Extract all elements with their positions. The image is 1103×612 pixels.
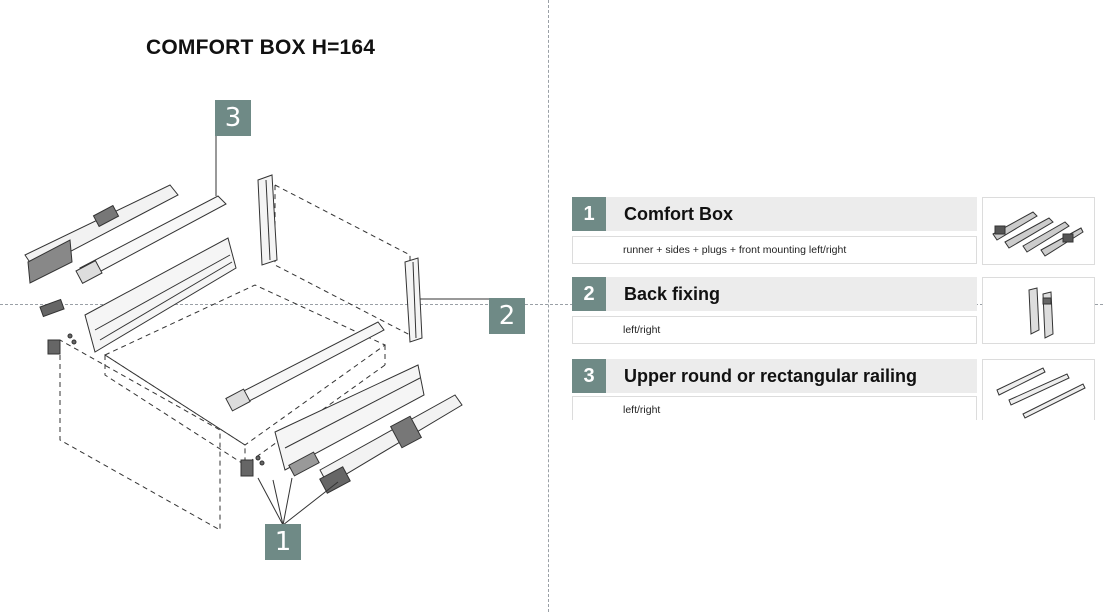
item-description: left/right	[623, 324, 661, 336]
side-wall-right	[274, 364, 425, 477]
front-mounting-right	[240, 455, 265, 477]
item-title: Upper round or rectangular railing	[624, 366, 918, 386]
item-row-2-header: 2 Back fixing	[572, 277, 977, 311]
drawer-back-panel	[274, 184, 411, 336]
item-number-badge: 1	[572, 197, 606, 231]
item-number-badge: 3	[572, 359, 606, 393]
runner-right	[319, 394, 463, 494]
horizontal-guide-line	[0, 304, 1103, 305]
item-title: Comfort Box	[624, 204, 733, 224]
railing-icon	[982, 359, 1095, 420]
item-row-1-header: 1 Comfort Box	[572, 197, 977, 231]
item-row-2-description: left/right	[572, 316, 977, 344]
callout-1: 1	[265, 524, 301, 560]
back-fixing-right	[404, 257, 423, 343]
upper-railing-top	[75, 195, 227, 285]
leader-lines	[215, 136, 490, 526]
drawer-bottom-panel	[103, 284, 386, 466]
drawer-set-icon	[982, 197, 1095, 265]
back-fixing-icon	[982, 277, 1095, 344]
item-description: left/right	[623, 404, 661, 416]
item-row-1-description: runner + sides + plugs + front mounting …	[572, 236, 977, 264]
vertical-guide-line	[548, 0, 549, 612]
back-fixing-left	[257, 174, 278, 266]
upper-railing-middle	[225, 321, 385, 412]
item-number-badge: 2	[572, 277, 606, 311]
item-row-3-header: 3 Upper round or rectangular railing	[572, 359, 977, 393]
item-row-3-description: left/right	[572, 396, 977, 420]
front-mounting-left	[39, 298, 77, 355]
exploded-drawer-drawing	[24, 136, 490, 531]
side-wall-left	[84, 237, 237, 353]
callout-3: 3	[215, 100, 251, 136]
item-description: runner + sides + plugs + front mounting …	[623, 244, 847, 256]
callout-2: 2	[489, 298, 525, 334]
item-title: Back fixing	[624, 284, 721, 304]
runner-left	[24, 184, 179, 284]
page-title: COMFORT BOX H=164	[146, 36, 376, 59]
drawer-front-panel	[59, 339, 221, 531]
